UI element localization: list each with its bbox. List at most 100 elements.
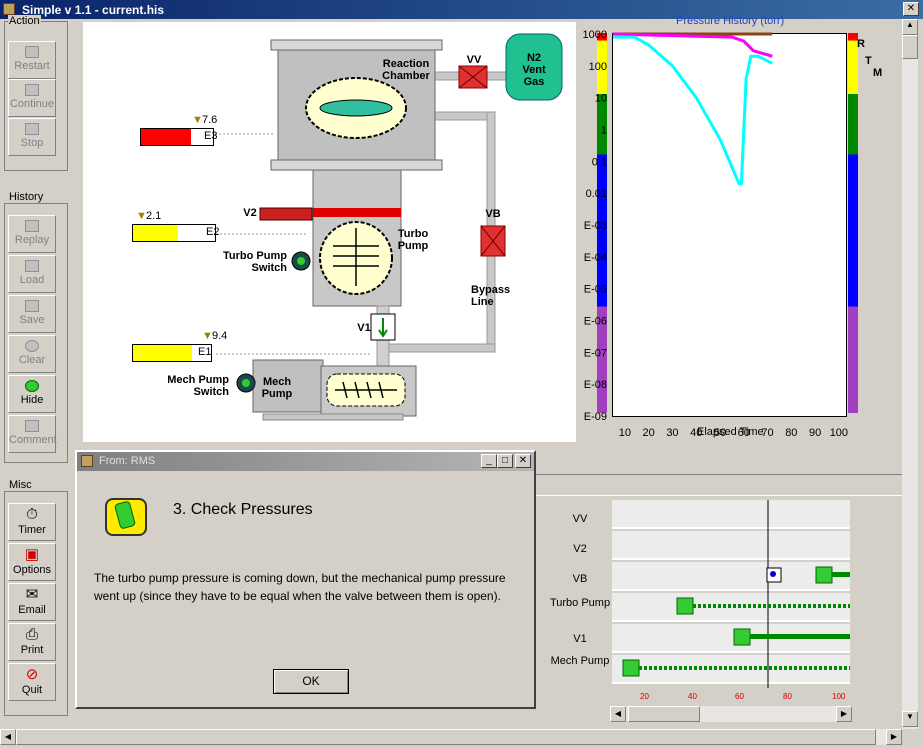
dialog-minimize-button[interactable]: _ bbox=[481, 454, 497, 468]
main-vertical-scrollbar[interactable]: ▲ ▼ bbox=[902, 19, 918, 729]
sidebar: Action Restart Continue Stop History Rep… bbox=[0, 15, 76, 719]
pressure-chart-svg: 10001001010.10.01E-03E-04E-05E-06E-07E-0… bbox=[583, 29, 849, 439]
email-button[interactable]: ✉Email bbox=[8, 583, 56, 621]
timeline-label-vv: VV bbox=[572, 513, 588, 525]
gauge-e2-fill bbox=[133, 225, 179, 241]
mech-pump-switch-label[interactable]: Mech Pump Switch bbox=[167, 374, 229, 398]
turbo-pump-label: Turbo Pump bbox=[397, 228, 429, 252]
pressure-y-tick-label: 0.1 bbox=[592, 156, 607, 168]
timeline-tick-80: 80 bbox=[783, 692, 792, 701]
stop-icon bbox=[25, 123, 39, 135]
timeline-row-vb bbox=[612, 562, 850, 591]
timeline-scrollbar[interactable]: ◀ ▶ bbox=[610, 706, 852, 722]
save-button[interactable]: Save bbox=[8, 295, 56, 333]
continue-button[interactable]: Continue bbox=[8, 79, 56, 117]
printer-icon: ⎙ bbox=[25, 626, 38, 643]
timeline-scroll-right[interactable]: ▶ bbox=[836, 706, 852, 722]
pressure-y-tick-label: E-05 bbox=[584, 284, 607, 296]
clear-icon bbox=[25, 340, 39, 352]
mech-pump-label: Mech Pump bbox=[261, 376, 293, 400]
options-label: Options bbox=[13, 564, 51, 576]
pipe-chamber-vb bbox=[434, 111, 496, 121]
schematic-panel: Reaction Chamber VV N2 Vent Gas VB Bypas… bbox=[83, 22, 576, 442]
pressure-y-tick-label: E-03 bbox=[584, 220, 607, 232]
mech-pump-motor bbox=[252, 359, 324, 413]
v2-control bbox=[259, 207, 313, 221]
gauge-e3-marker-icon: ▼ bbox=[192, 114, 203, 126]
clear-button[interactable]: Clear bbox=[8, 335, 56, 373]
stop-label: Stop bbox=[20, 137, 44, 149]
gauge-e2-value: 2.1 bbox=[146, 210, 162, 222]
scroll-up-button[interactable]: ▲ bbox=[902, 19, 918, 35]
timeline-scroll-left[interactable]: ◀ bbox=[610, 706, 626, 722]
hscroll-thumb[interactable] bbox=[16, 729, 876, 745]
timeline-label-turbo-pump: Turbo Pump bbox=[549, 597, 611, 609]
timeline-label-v1: V1 bbox=[573, 633, 587, 645]
load-label: Load bbox=[19, 274, 45, 286]
pressure-y-tick-label: E-08 bbox=[584, 379, 607, 391]
mech-on-marker bbox=[622, 659, 640, 677]
timeline-label-v2: V2 bbox=[573, 543, 587, 555]
timeline-tick-100: 100 bbox=[832, 692, 846, 701]
comment-label: Comment bbox=[9, 434, 57, 446]
restart-button[interactable]: Restart bbox=[8, 41, 56, 79]
main-horizontal-scrollbar[interactable]: ◀ ▶ bbox=[0, 729, 902, 745]
load-button[interactable]: Load bbox=[8, 255, 56, 293]
pressure-chart-title: Pressure History (torr) bbox=[676, 15, 785, 27]
turbo-pump-switch-led bbox=[297, 257, 305, 265]
vv-label: VV bbox=[466, 54, 482, 66]
scroll-down-button[interactable]: ▼ bbox=[902, 711, 918, 727]
gauge-e3-bar bbox=[140, 128, 214, 146]
pressure-x-label: Elapsed Time bbox=[697, 426, 764, 438]
timeline-scroll-thumb[interactable] bbox=[628, 706, 700, 722]
pressure-color-band-right bbox=[848, 33, 858, 413]
bypass-line-label: Bypass Line bbox=[471, 284, 511, 308]
replay-button[interactable]: Replay bbox=[8, 215, 56, 253]
options-button[interactable]: ▣Options bbox=[8, 543, 56, 581]
schematic-drawing bbox=[215, 33, 563, 421]
hscroll-right-button[interactable]: ▶ bbox=[886, 729, 902, 745]
quit-button[interactable]: ⊘Quit bbox=[8, 663, 56, 701]
message-dialog: From: RMS _ □ ✕ 3. Check Pressures The t… bbox=[75, 450, 536, 709]
gauge-e2-bar bbox=[132, 224, 216, 242]
pressure-y-tick-label: 1000 bbox=[583, 29, 607, 41]
gauge-e1-bar bbox=[132, 344, 212, 362]
gauge-e2-name: E2 bbox=[206, 226, 220, 238]
pressure-x-tick-label: 30 bbox=[666, 427, 678, 439]
turbo-pump-switch-label[interactable]: Turbo Pump Switch bbox=[223, 250, 287, 274]
timer-button[interactable]: ⏱Timer bbox=[8, 503, 56, 541]
timeline-panel: VV V2 VB Turbo Pump V1 Mech Pump 20 40 6… bbox=[536, 496, 902, 730]
timeline-toolbar bbox=[536, 474, 902, 496]
hide-button[interactable]: Hide bbox=[8, 375, 56, 413]
v1-open-marker bbox=[733, 628, 751, 646]
dialog-close-button[interactable]: ✕ bbox=[515, 454, 531, 468]
v1-arrow bbox=[378, 318, 388, 338]
v2-gate-bar bbox=[313, 208, 401, 217]
timeline-row-vv bbox=[612, 500, 850, 529]
misc-group bbox=[4, 491, 68, 716]
pressure-y-tick-label: E-06 bbox=[584, 316, 607, 328]
gauge-e1-name: E1 bbox=[198, 346, 212, 358]
dialog-maximize-button[interactable]: □ bbox=[497, 454, 513, 468]
gauge-e3-fill bbox=[141, 129, 192, 145]
comment-button[interactable]: Comment bbox=[8, 415, 57, 453]
pressure-x-tick-label: 100 bbox=[830, 427, 848, 439]
legend-t: T bbox=[865, 55, 872, 67]
minimize-button[interactable]: ✕ bbox=[903, 2, 919, 16]
ok-button[interactable]: OK bbox=[273, 669, 349, 694]
timeline-row-v1 bbox=[612, 624, 850, 653]
hscroll-left-button[interactable]: ◀ bbox=[0, 729, 16, 745]
series-t-line bbox=[612, 32, 773, 58]
save-label: Save bbox=[19, 314, 45, 326]
title-bar: Simple v 1.1 - current.his bbox=[0, 0, 923, 19]
stop-button[interactable]: Stop bbox=[8, 118, 56, 156]
pressure-x-tick-label: 60 bbox=[738, 427, 750, 439]
print-button[interactable]: ⎙Print bbox=[8, 623, 56, 661]
vb-open-marker bbox=[815, 566, 833, 584]
chamber-top-flange bbox=[270, 39, 443, 51]
scroll-thumb[interactable] bbox=[902, 35, 918, 59]
gauge-e1-marker-icon: ▼ bbox=[202, 330, 213, 342]
load-icon bbox=[25, 260, 39, 272]
clear-label: Clear bbox=[18, 354, 46, 366]
dialog-title-bar: From: RMS _ □ ✕ bbox=[77, 452, 534, 471]
